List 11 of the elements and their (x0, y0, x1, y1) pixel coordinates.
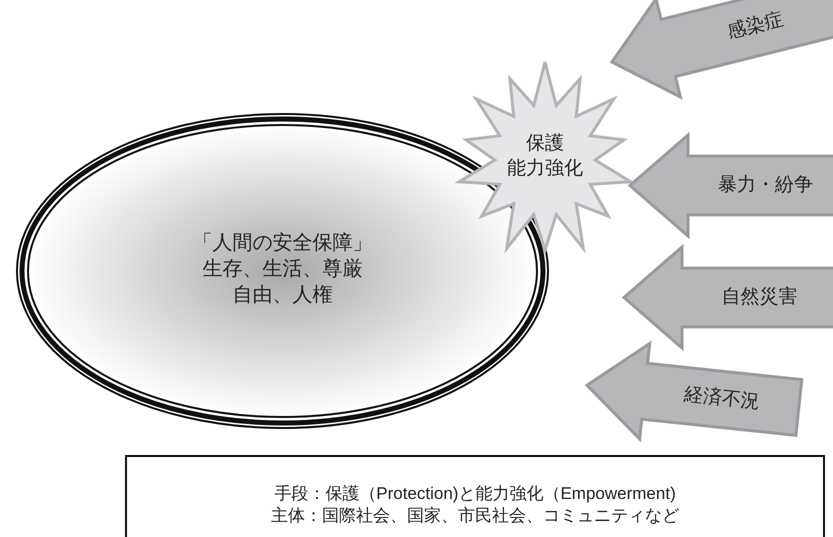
node-text: 生存、生活、尊厳 (202, 257, 362, 282)
node-text: 能力強化 (507, 156, 583, 181)
node-text: 経済不況 (682, 383, 761, 415)
node-text: 「人間の安全保障」 (192, 231, 372, 256)
node-text: 主体：国際社会、国家、市民社会、コミュニティなど (271, 505, 679, 528)
node-text: 手段：保護（Protection)と能力強化（Empowerment) (274, 483, 676, 505)
node-text: 暴力・紛争 (718, 173, 813, 198)
node-text: 自然災害 (722, 285, 798, 310)
node-text: 自由、人権 (232, 283, 332, 308)
node-text: 保護 (526, 132, 564, 156)
node-text: 感染症 (724, 7, 786, 44)
